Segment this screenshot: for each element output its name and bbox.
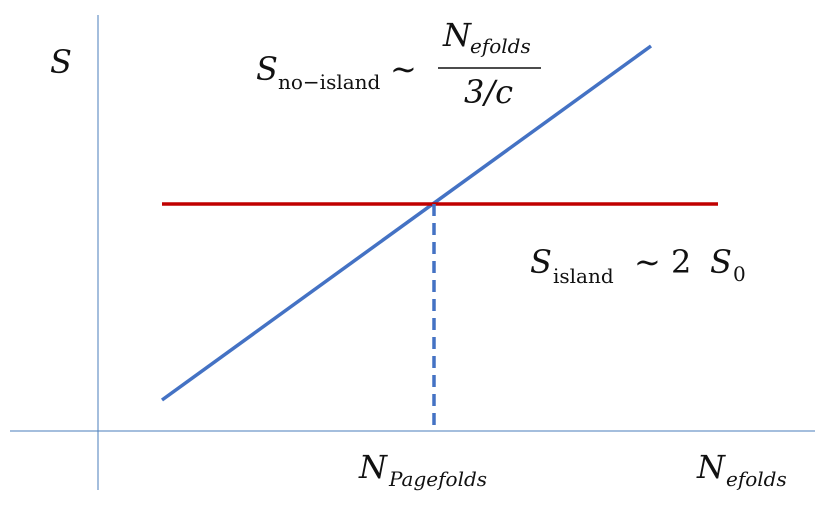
page-time-subscript: Pagefolds: [388, 467, 487, 491]
no-island-sim: ∼: [390, 50, 417, 88]
page-time-label: N Pagefolds: [358, 448, 487, 491]
island-S0-subscript: 0: [733, 262, 746, 286]
x-axis-N: N: [696, 448, 726, 486]
no-island-subscript: no−island: [278, 70, 381, 94]
y-axis-label: S: [50, 43, 72, 81]
island-S0: S: [710, 243, 732, 281]
island-S: S: [530, 243, 552, 281]
no-island-entropy-line: [160, 44, 653, 402]
no-island-numerator-subscript: efolds: [470, 34, 531, 58]
page-time-N: N: [358, 448, 388, 486]
island-sim-two: ∼ 2: [634, 243, 691, 281]
island-entropy-formula: S island ∼ 2 S 0: [530, 243, 746, 288]
no-island-S: S: [256, 50, 278, 88]
x-axis-label: N efolds: [696, 448, 787, 491]
no-island-numerator-N: N: [442, 16, 472, 54]
island-subscript: island: [553, 264, 614, 288]
no-island-entropy-formula: S no−island ∼ N efolds 3/c: [256, 16, 541, 111]
x-axis-subscript: efolds: [726, 467, 787, 491]
no-island-denominator: 3/c: [464, 73, 513, 111]
